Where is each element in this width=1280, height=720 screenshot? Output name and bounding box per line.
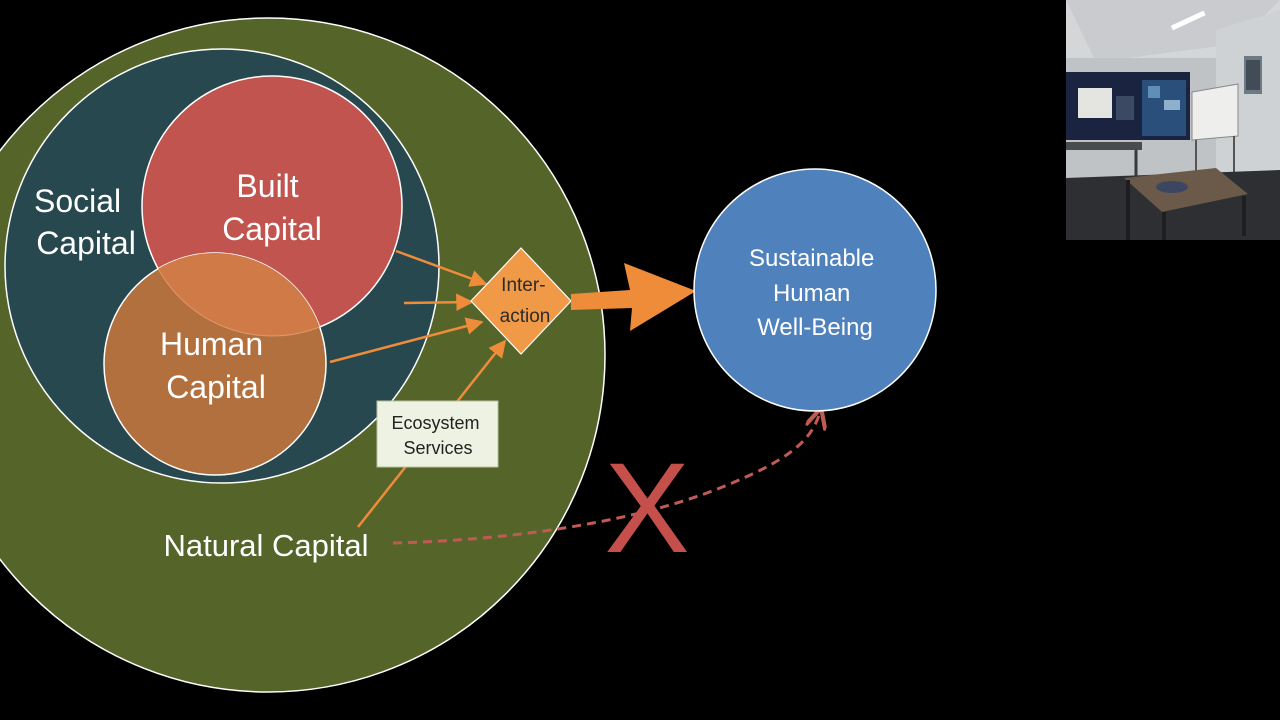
natural-capital-label: Natural Capital (163, 528, 368, 563)
built-capital-label: Built Capital (222, 168, 322, 247)
interaction-to-wellbeing-arrow (571, 263, 696, 331)
social-to-interaction-arrow (403, 293, 474, 311)
interaction-label: Inter- action (500, 275, 551, 327)
webcam-room-image (1066, 0, 1280, 240)
built-human-overlap (142, 253, 326, 336)
human-capital-label: Human Capital (160, 326, 272, 405)
built-capital-outline (141, 253, 326, 337)
ecosystem-services-label: Ecosystem Services (391, 413, 484, 458)
built-to-interaction-arrow (395, 249, 488, 287)
social-capital-label: Social Capital (34, 183, 136, 261)
interaction-diamond (470, 247, 572, 355)
wellbeing-circle (693, 168, 937, 412)
wellbeing-label: Sustainable Human Well-Being (749, 245, 881, 341)
natural-to-wellbeing-dashed-arrow (392, 412, 820, 545)
human-to-interaction-arrow (329, 317, 484, 364)
cross-mark: X (604, 437, 689, 580)
webcam-inset (1066, 0, 1280, 240)
ecosystem-services-box (376, 400, 499, 468)
